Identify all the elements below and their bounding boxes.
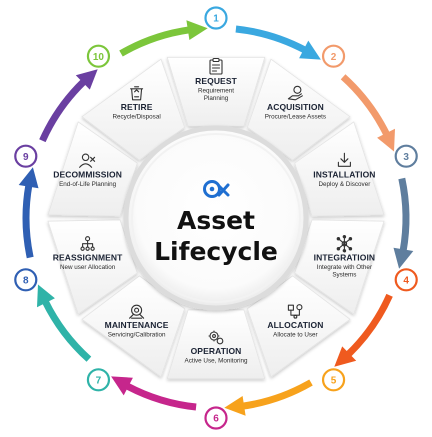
step-badge-7: 7 (86, 368, 111, 392)
stage-subtitle: New user Allocation (60, 264, 116, 271)
stage-title: RETIRE (121, 102, 153, 112)
asset-logo-icon (203, 180, 230, 198)
step-badge-9: 9 (14, 144, 38, 168)
step-number: 2 (331, 52, 337, 63)
step-badge-8: 8 (14, 268, 38, 292)
stage-subtitle: Allocate to User (273, 332, 317, 339)
stage-title: ACQUISITION (267, 102, 324, 112)
download-icon (337, 152, 351, 167)
stage-allocation: ALLOCATION Allocate to User (246, 275, 351, 378)
arrow-10 (119, 20, 208, 57)
center-title-line1: Asset (177, 206, 255, 235)
stage-subtitle: Servicing/Calibration (108, 332, 166, 339)
stage-title: MAINTENANCE (105, 320, 169, 330)
arrow-3 (393, 177, 414, 269)
center-title-line2: Lifecycle (154, 237, 278, 266)
stage-subtitle: Systems (332, 272, 356, 279)
step-number: 3 (403, 152, 409, 163)
step-badge-6: 6 (204, 406, 228, 430)
clipboard-icon (209, 57, 223, 75)
stage-segments: REQUESTRequirementPlanningACQUISITIONPro… (47, 56, 385, 380)
org-chart-icon (80, 236, 95, 251)
arrow-7 (37, 284, 92, 362)
stage-subtitle: Procure/Lease Assets (265, 113, 326, 120)
stage-maintenance: MAINTENANCE Servicing/Calibration (81, 275, 186, 378)
gears-icon (208, 330, 224, 345)
stage-subtitle: Integrate with Other (317, 264, 372, 271)
arrow-8 (18, 167, 39, 259)
stage-title: OPERATION (191, 346, 242, 356)
stage-subtitle: Planning (204, 95, 229, 102)
center-hub: Asset Lifecycle (123, 125, 309, 311)
hand-coin-icon (287, 85, 303, 101)
stage-subtitle: Active Use, Monitoring (185, 358, 248, 365)
step-badge-1: 1 (204, 6, 228, 30)
step-number: 1 (213, 14, 219, 25)
arrow-4 (334, 293, 393, 367)
step-number: 5 (331, 375, 337, 386)
arrow-1 (235, 25, 321, 60)
step-number: 8 (23, 275, 29, 286)
stage-installation: INSTALLATION Deploy & Discover (294, 121, 385, 217)
stage-title: INTEGRATIOIN (314, 253, 375, 263)
stage-title: DECOMMISSION (53, 169, 122, 179)
step-badge-5: 5 (321, 368, 346, 392)
step-badge-3: 3 (394, 144, 418, 168)
stage-subtitle: End-of-Life Planning (59, 181, 117, 188)
user-remove-icon (79, 153, 96, 168)
step-badge-4: 4 (394, 268, 418, 292)
stage-title: REQUEST (195, 76, 237, 86)
arrow-9 (39, 69, 98, 143)
step-number: 6 (213, 414, 219, 425)
maintenance-icon (129, 304, 145, 319)
allocation-icon (287, 304, 303, 319)
step-badge-10: 10 (86, 44, 111, 68)
stage-subtitle: Requirement (198, 88, 234, 95)
stage-operation: OPERATION Active Use, Monitoring (166, 309, 266, 380)
stage-subtitle: Deploy & Discover (319, 181, 371, 188)
stage-subtitle: Recycle/Disposal (112, 113, 160, 120)
stage-title: ALLOCATION (267, 320, 323, 330)
network-icon (336, 234, 353, 253)
step-number: 9 (23, 152, 29, 163)
cycle-arrows: 1 2 3 4 5 6 7 8 9 10 (14, 6, 418, 430)
step-number: 10 (93, 52, 105, 63)
arrow-5 (224, 379, 313, 416)
step-badge-2: 2 (321, 44, 346, 68)
arrow-6 (111, 376, 197, 411)
stage-decommission: DECOMMISSION End-of-Life Planning (47, 121, 138, 217)
recycle-bin-icon (130, 86, 144, 101)
step-number: 7 (96, 375, 102, 386)
arrow-2 (340, 74, 395, 152)
stage-title: INSTALLATION (313, 169, 375, 179)
step-number: 4 (403, 275, 409, 286)
stage-title: REASSIGNMENT (53, 253, 123, 263)
